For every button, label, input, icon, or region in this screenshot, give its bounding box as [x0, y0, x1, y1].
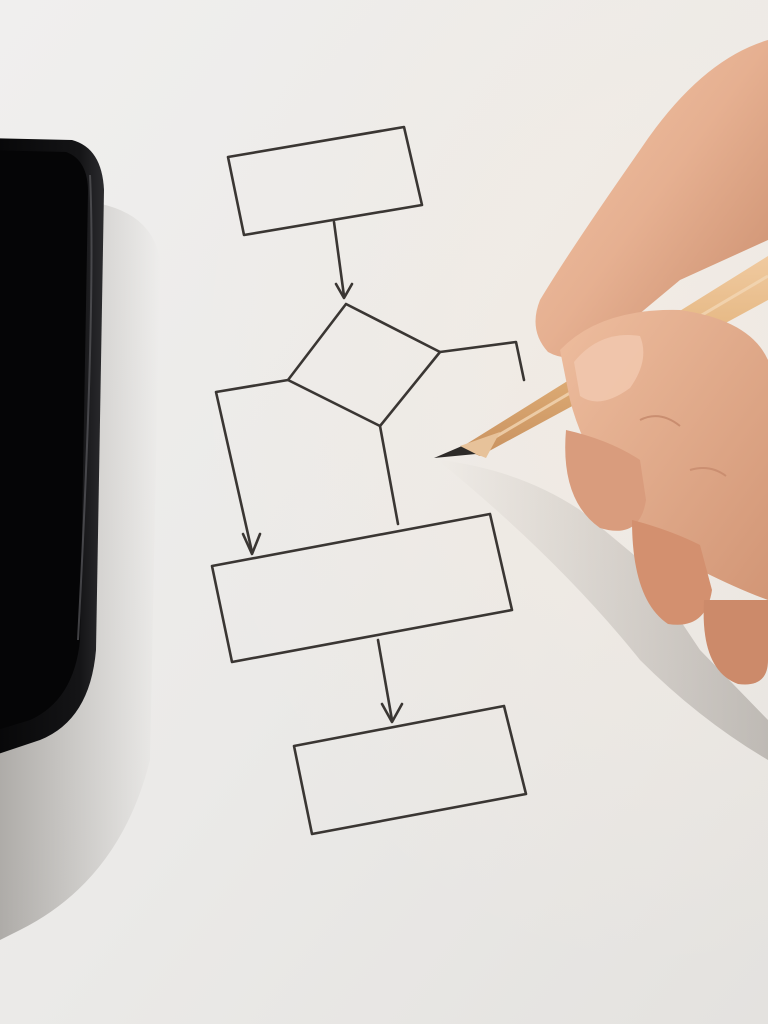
- flowchart-bottom-branch: [378, 424, 400, 526]
- arrowhead-3: [380, 702, 404, 724]
- flowchart-arrow-middle-to-bottom: [376, 638, 394, 722]
- hand-shadow: [440, 460, 768, 760]
- smartphone: [0, 138, 104, 754]
- flowchart-arrow-top-to-decision: [332, 220, 346, 298]
- flowchart-left-branch: [214, 378, 290, 554]
- arrowhead-1: [334, 282, 354, 300]
- arrowhead-2: [241, 532, 262, 556]
- pencil-tip: [434, 446, 476, 458]
- hand: [535, 40, 768, 685]
- flowchart-bottom-box: [292, 704, 528, 836]
- flowchart-right-branch: [438, 340, 526, 382]
- flowchart: [210, 125, 528, 836]
- flowchart-top-box: [226, 125, 424, 237]
- flowchart-middle-box: [210, 512, 514, 664]
